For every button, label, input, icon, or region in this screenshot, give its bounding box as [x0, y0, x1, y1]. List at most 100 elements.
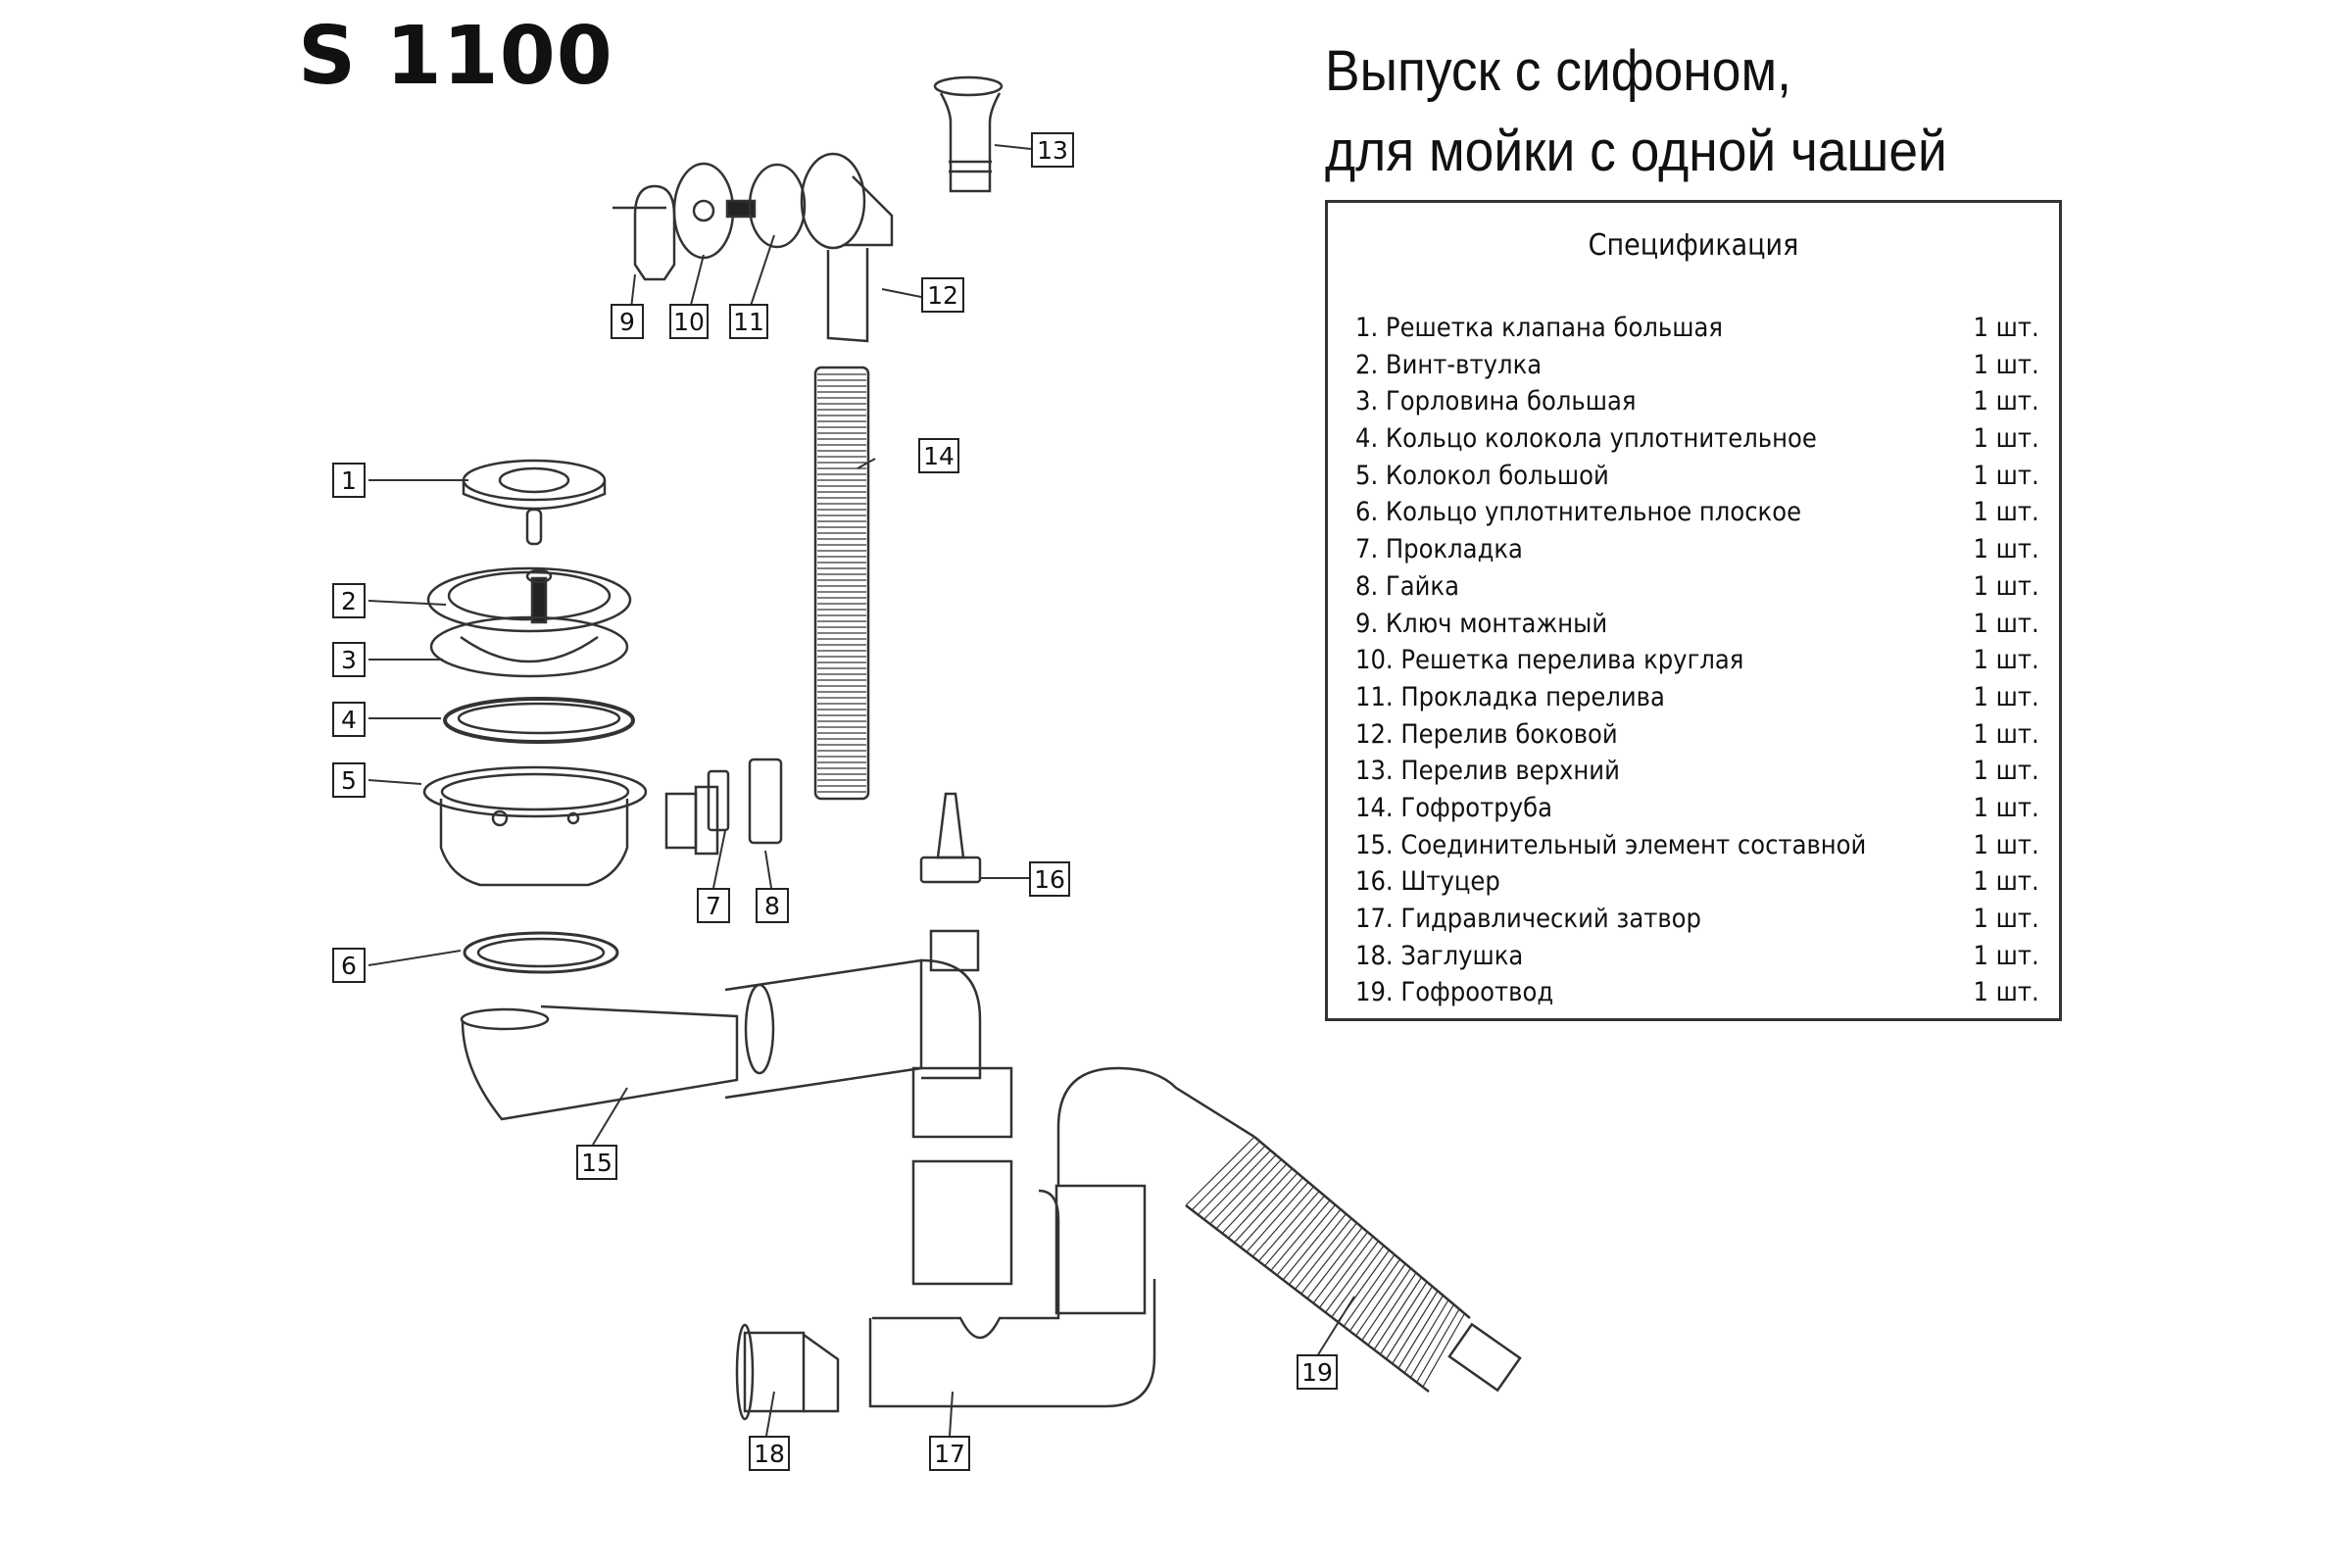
part-qty: 1 шт. [1973, 792, 2039, 823]
callout-8: 8 [756, 888, 789, 923]
corrugation-ridge [1379, 1281, 1428, 1355]
corrugation-ridge [1331, 1245, 1385, 1318]
part-name: 13. Перелив верхний [1355, 756, 1620, 787]
part-name: 11. Прокладка перелива [1355, 681, 1665, 712]
callout-9: 9 [611, 304, 644, 339]
fitting-part-16 [919, 792, 982, 884]
corrugation-ridge [1337, 1250, 1390, 1323]
corrugation-ridge [1422, 1313, 1466, 1388]
callout-12: 12 [921, 277, 964, 313]
callout-15: 15 [576, 1145, 617, 1180]
part-qty: 1 шт. [1973, 534, 2039, 565]
corrugation-ridge [1373, 1277, 1423, 1350]
overflow-parts-9-12 [612, 152, 894, 343]
callout-2: 2 [332, 583, 366, 618]
part-qty: 1 шт. [1973, 645, 2039, 676]
corrugation-ridge [1355, 1263, 1406, 1337]
callout-10: 10 [669, 304, 709, 339]
part-qty: 1 шт. [1973, 313, 2039, 343]
corrugation-ridge [1209, 1154, 1277, 1225]
part-qty: 1 шт. [1973, 386, 2039, 417]
callout-7: 7 [697, 888, 730, 923]
part-name: 8. Гайка [1355, 570, 1459, 602]
strainer-part-1 [462, 459, 607, 546]
spec-row: 9. Ключ монтажный 1 шт. [1355, 609, 2039, 646]
part-name: 14. Гофротруба [1355, 792, 1552, 823]
corrugation-ridge [1197, 1145, 1266, 1215]
callout-3: 3 [332, 642, 366, 677]
spec-row: 14. Гофротруба 1 шт. [1355, 793, 2039, 830]
spec-row: 1. Решетка клапана большая 1 шт. [1355, 313, 2039, 350]
part-qty: 1 шт. [1973, 608, 2039, 639]
part-name: 17. Гидравлический затвор [1355, 904, 1701, 934]
part-qty: 1 шт. [1973, 756, 2039, 787]
product-title: Выпуск с сифоном, для мойки с одной чаше… [1325, 31, 1947, 192]
flange-part-2-3 [426, 566, 632, 678]
corrugation-ridge [1416, 1308, 1460, 1383]
corrugation-ridge [1246, 1181, 1309, 1252]
corrugation-ridge [1191, 1141, 1260, 1211]
spec-row: 18. Заглушка 1 шт. [1355, 941, 2039, 978]
title-line-1: Выпуск с сифоном, [1325, 39, 1791, 103]
spec-row: 12. Перелив боковой 1 шт. [1355, 719, 2039, 757]
trap-part-17 [868, 1066, 1255, 1408]
corrugation-ridge [1348, 1258, 1400, 1332]
part-qty: 1 шт. [1973, 460, 2039, 491]
part-qty: 1 шт. [1973, 423, 2039, 455]
callout-16: 16 [1029, 861, 1070, 897]
corrugation-ridge [1282, 1208, 1342, 1281]
callout-13: 13 [1031, 132, 1074, 168]
callout-17: 17 [929, 1436, 970, 1471]
spec-row: 13. Перелив верхний 1 шт. [1355, 756, 2039, 793]
part-qty: 1 шт. [1973, 977, 2039, 1008]
title-line-2: для мойки с одной чашей [1325, 120, 1947, 183]
corrugation-ridge [1264, 1195, 1325, 1267]
corrugation-ridge [1386, 1286, 1434, 1360]
specification-title: Спецификация [1588, 228, 1799, 263]
part-name: 18. Заглушка [1355, 940, 1524, 971]
flat-ring-part-6 [463, 931, 619, 974]
corrugation-ridge [1234, 1172, 1298, 1244]
part-name: 19. Гофроотвод [1355, 977, 1554, 1008]
corrugation-ridge [1215, 1158, 1282, 1230]
corrugated-tube-part-14 [813, 366, 870, 801]
corrugation-ridge [1257, 1191, 1320, 1262]
part-qty: 1 шт. [1973, 718, 2039, 750]
spec-row: 8. Гайка 1 шт. [1355, 571, 2039, 609]
spec-row: 5. Колокол большой 1 шт. [1355, 461, 2039, 498]
top-overflow-part-13 [933, 75, 1004, 193]
bell-part-5 [422, 765, 719, 887]
corrugation-ridge [1251, 1186, 1314, 1257]
part-qty: 1 шт. [1973, 681, 2039, 712]
part-qty: 1 шт. [1973, 940, 2039, 971]
callout-18: 18 [749, 1436, 790, 1471]
part-name: 9. Ключ монтажный [1355, 608, 1608, 639]
part-name: 5. Колокол большой [1355, 460, 1609, 491]
corrugation-ridge [1276, 1203, 1336, 1276]
part-name: 12. Перелив боковой [1355, 718, 1618, 750]
callout-6: 6 [332, 948, 366, 983]
callout-14: 14 [918, 438, 959, 473]
corrugation-ridge [1185, 1136, 1255, 1206]
part-name: 1. Решетка клапана большая [1355, 313, 1723, 343]
corrugation-ridge [1306, 1227, 1363, 1299]
part-name: 16. Штуцер [1355, 866, 1500, 898]
part-name: 4. Кольцо колокола уплотнительное [1355, 423, 1817, 455]
callout-4: 4 [332, 702, 366, 737]
corrugation-ridge [1240, 1177, 1303, 1249]
part-qty: 1 шт. [1973, 570, 2039, 602]
corrugation-ridge [1318, 1236, 1374, 1308]
spec-row: 4. Кольцо колокола уплотнительное 1 шт. [1355, 423, 2039, 461]
corrugation-ridge [1403, 1299, 1449, 1374]
corrugation-ridge [1295, 1217, 1352, 1290]
corrugation-ridge [1409, 1303, 1455, 1379]
ring-part-4 [443, 697, 635, 744]
